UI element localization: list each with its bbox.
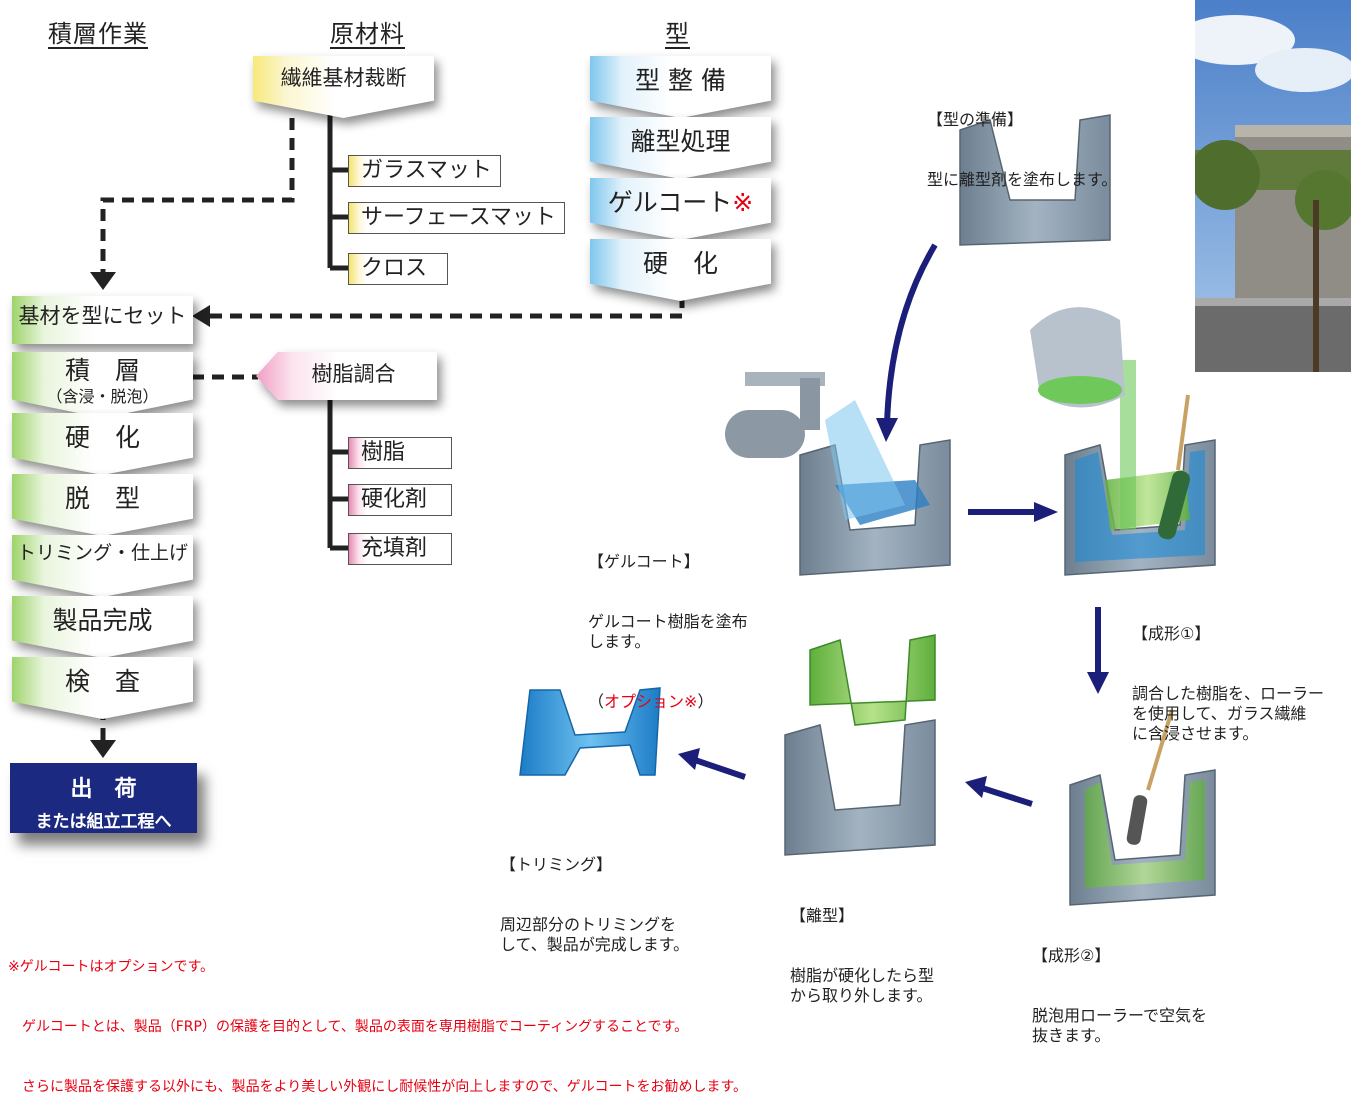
resin-mix: 樹脂調合 <box>256 352 437 400</box>
caption-demold-body: 樹脂が硬化したら型 から取り外します。 <box>790 966 935 1005</box>
mold-step-release-label: 離型処理 <box>630 127 731 156</box>
footnote-line1: ※ゲルコートはオプションです。 <box>8 959 215 975</box>
caption-gelcoat-option: オプション※ <box>604 692 698 711</box>
resin-item-filler: 充填剤 <box>348 533 452 565</box>
mold-step-gelcoat: ゲルコート※ <box>590 178 771 240</box>
mold-step-prep-label: 型 整 備 <box>635 66 726 95</box>
lam-step-complete-label: 製品完成 <box>52 606 153 635</box>
footnote-line3: さらに製品を保護する以外にも、製品をより美しい外観にし耐候性が向上しますので、ゲ… <box>8 1079 748 1095</box>
caption-forming1: 【成形①】 調合した樹脂を、ローラー を使用して、ガラス繊維 に含浸させます。 <box>1132 584 1324 764</box>
footnote: ※ゲルコートはオプションです。 ゲルコートとは、製品（FRP）の保護を目的として… <box>8 917 747 1117</box>
mold-step-gelcoat-label: ゲルコート <box>607 188 733 217</box>
lam-step-complete: 製品完成 <box>12 596 193 658</box>
caption-forming1-title: 【成形①】 <box>1132 624 1211 643</box>
trimmed-product-illustration <box>519 687 661 776</box>
caption-gelcoat-option-open: （ <box>588 692 605 711</box>
caption-forming2: 【成形②】 脱泡用ローラーで空気を 抜きます。 <box>1032 906 1207 1066</box>
caption-trimming: 【トリミング】 周辺部分のトリミングを して、製品が完成します。 <box>500 815 689 975</box>
forming2-illustration <box>1069 709 1216 906</box>
lam-step-set: 基材を型にセット <box>12 296 193 344</box>
caption-mold-prep-body: 型に離型剤を塗布します。 <box>927 170 1118 189</box>
lam-step-demold: 脱 型 <box>12 474 193 536</box>
shipping-box: 出 荷 または組立工程へ <box>10 763 197 833</box>
lam-step-trim: トリミング・仕上げ <box>12 535 193 597</box>
material-item-glass-mat: ガラスマット <box>348 155 501 187</box>
caption-gelcoat-option-close: ） <box>697 692 714 711</box>
caption-mold-prep-title: 【型の準備】 <box>927 110 1024 129</box>
header-lamination: 積層作業 <box>48 20 148 48</box>
header-mold: 型 <box>665 20 690 48</box>
caption-forming2-title: 【成形②】 <box>1032 946 1111 965</box>
process-illustrations <box>519 114 1216 906</box>
lam-step-cure: 硬 化 <box>12 413 193 475</box>
step-fiber-cutting: 繊維基材裁断 <box>253 56 434 118</box>
caption-gelcoat-body: ゲルコート樹脂を塗布 します。 <box>588 612 748 651</box>
mold-prep-illustration <box>959 114 1111 246</box>
caption-forming2-body: 脱泡用ローラーで空気を 抜きます。 <box>1032 1006 1208 1045</box>
mold-step-cure: 硬 化 <box>590 239 771 301</box>
lam-step-demold-label: 脱 型 <box>64 484 140 513</box>
caption-gelcoat-title: 【ゲルコート】 <box>588 552 700 571</box>
caption-demold-title: 【離型】 <box>790 906 855 925</box>
forming1-illustration <box>1030 307 1216 576</box>
mold-step-cure-label: 硬 化 <box>642 249 718 278</box>
gelcoat-option-mark: ※ <box>732 188 754 217</box>
resin-item-hardener: 硬化剤 <box>348 484 452 516</box>
step-fiber-cutting-label: 繊維基材裁断 <box>280 66 407 90</box>
lam-step-laminate-label: 積 層 <box>64 356 140 385</box>
caption-mold-prep: 【型の準備】 型に離型剤を塗布します。 <box>927 70 1117 210</box>
lam-step-laminate: 積 層 （含浸・脱泡） <box>12 352 193 418</box>
shipping-title: 出 荷 <box>70 777 137 802</box>
resin-item-resin: 樹脂 <box>348 437 452 469</box>
caption-forming1-body: 調合した樹脂を、ローラー を使用して、ガラス繊維 に含浸させます。 <box>1132 684 1325 743</box>
gelcoat-illustration <box>725 372 951 576</box>
lam-step-inspect: 検 査 <box>12 657 193 719</box>
lam-step-trim-label: トリミング・仕上げ <box>16 542 188 564</box>
material-item-surface-mat: サーフェースマット <box>348 202 565 234</box>
caption-trimming-title: 【トリミング】 <box>500 855 613 874</box>
resin-mix-label: 樹脂調合 <box>311 362 396 386</box>
demold-illustration <box>784 634 936 856</box>
factory-photo <box>1195 0 1351 372</box>
footnote-line2: ゲルコートとは、製品（FRP）の保護を目的として、製品の表面を専用樹脂でコーティ… <box>8 1019 689 1035</box>
caption-demold: 【離型】 樹脂が硬化したら型 から取り外します。 <box>790 866 934 1026</box>
mold-step-release: 離型処理 <box>590 117 771 179</box>
lam-step-set-label: 基材を型にセット <box>18 304 187 328</box>
lam-step-inspect-label: 検 査 <box>64 667 140 696</box>
mold-step-prep: 型 整 備 <box>590 56 771 118</box>
header-material: 原材料 <box>330 20 405 48</box>
flow-connectors <box>90 100 1109 807</box>
lam-step-laminate-sub: （含浸・脱泡） <box>46 387 159 406</box>
caption-trimming-body: 周辺部分のトリミングを して、製品が完成します。 <box>500 915 690 954</box>
lam-step-cure-label: 硬 化 <box>64 423 140 452</box>
caption-gelcoat: 【ゲルコート】 ゲルコート樹脂を塗布 します。 （オプション※） <box>588 512 748 732</box>
shipping-subtitle: または組立工程へ <box>35 812 172 832</box>
material-item-cloth: クロス <box>348 253 448 285</box>
